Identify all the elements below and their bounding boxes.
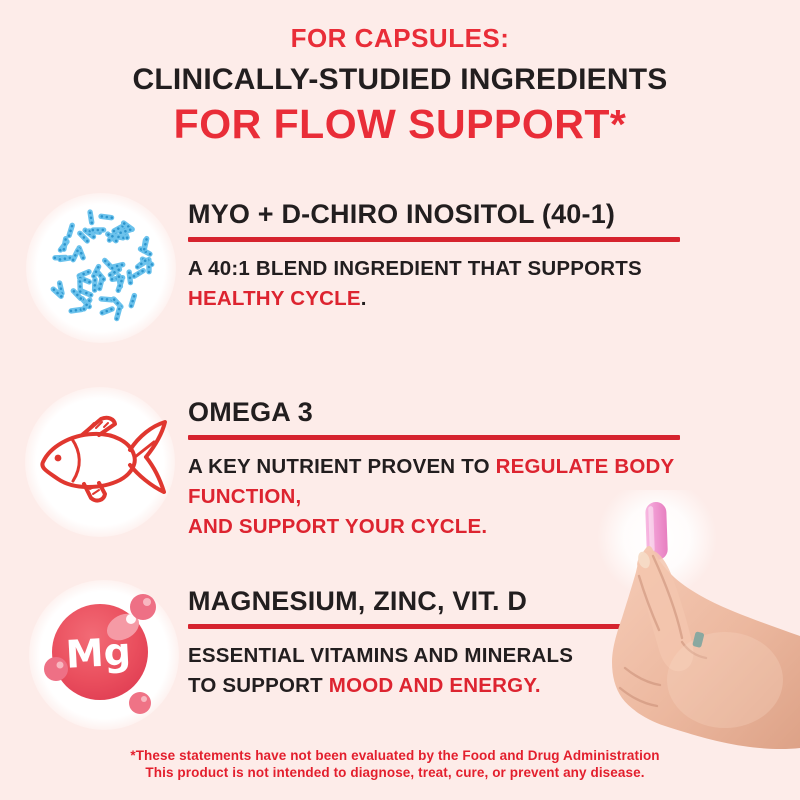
section-text: OMEGA 3 A KEY NUTRIENT PROVEN TO REGULAT… [188,396,788,542]
capsule-image [645,501,668,560]
hand-capsule-illustration [597,478,800,750]
body-text: A 40:1 BLEND INGREDIENT THAT SUPPORTS [188,256,642,280]
mg-label: Mg [65,629,132,676]
body-text: A KEY NUTRIENT PROVEN TO [188,454,496,478]
fish-eye [54,454,62,462]
disclaimer-line2: This product is not intended to diagnose… [145,764,645,780]
section-title: MYO + D-CHIRO INOSITOL (40-1) [188,199,616,229]
hand-creases [618,554,708,708]
body-text: TO SUPPORT [188,673,329,697]
section-body: A 40:1 BLEND INGREDIENT THAT SUPPORTS HEA… [188,254,788,314]
magnesium-icon: Mg [44,594,156,714]
thumb [637,550,694,672]
title-underline [188,237,680,242]
bubble [44,657,68,681]
thumb-nail [638,551,650,569]
section-body: A KEY NUTRIENT PROVEN TO REGULATE BODY F… [188,452,788,542]
body-text-highlight: HEALTHY CYCLE [188,286,361,310]
header-title: CLINICALLY-STUDIED INGREDIENTS [132,63,668,96]
header-eyebrow: FOR CAPSULES: [290,23,510,53]
title-underline [188,435,680,440]
body-text-highlight: REGULATE BODY FUNCTION, [188,454,674,508]
hand-highlight [667,632,783,728]
section-magnesium: Mg MAGNESIUM, ZINC, VIT. D ESSENTIAL VIT… [0,580,800,781]
bubble-shine [141,696,147,702]
disclaimer: *These statements have not been evaluate… [0,748,790,781]
body-text: . [360,286,367,310]
inositol-microbes-icon [50,209,155,322]
bubble [129,692,151,714]
section-text: MAGNESIUM, ZINC, VIT. D ESSENTIAL VITAMI… [188,585,788,701]
bubble-shine [56,661,64,669]
body-text-highlight: AND SUPPORT YOUR CYCLE. [188,514,488,538]
section-inositol: MYO + D-CHIRO INOSITOL (40-1) A 40:1 BLE… [0,193,800,394]
section-body: ESSENTIAL VITAMINS AND MINERALS TO SUPPOR… [188,641,788,701]
header: FOR CAPSULES: CLINICALLY-STUDIED INGREDI… [0,0,800,147]
mg-sphere-shine [126,614,136,624]
body-text: ESSENTIAL VITAMINS AND MINERALS [188,643,574,667]
bubble-shine [143,598,151,606]
disclaimer-line1: *These statements have not been evaluate… [130,748,660,763]
ring-sliver [692,631,705,648]
bubble [130,594,156,620]
header-subtitle: FOR FLOW SUPPORT* [173,101,627,147]
body-text-highlight: MOOD AND ENERGY. [328,673,541,697]
title-underline [188,624,680,629]
omega3-fish-icon [40,415,167,503]
section-title: OMEGA 3 [188,397,313,427]
section-title: MAGNESIUM, ZINC, VIT. D [188,586,528,616]
hand-photo [595,478,800,800]
section-omega3: OMEGA 3 A KEY NUTRIENT PROVEN TO REGULAT… [0,387,800,588]
section-text: MYO + D-CHIRO INOSITOL (40-1) A 40:1 BLE… [188,198,788,314]
